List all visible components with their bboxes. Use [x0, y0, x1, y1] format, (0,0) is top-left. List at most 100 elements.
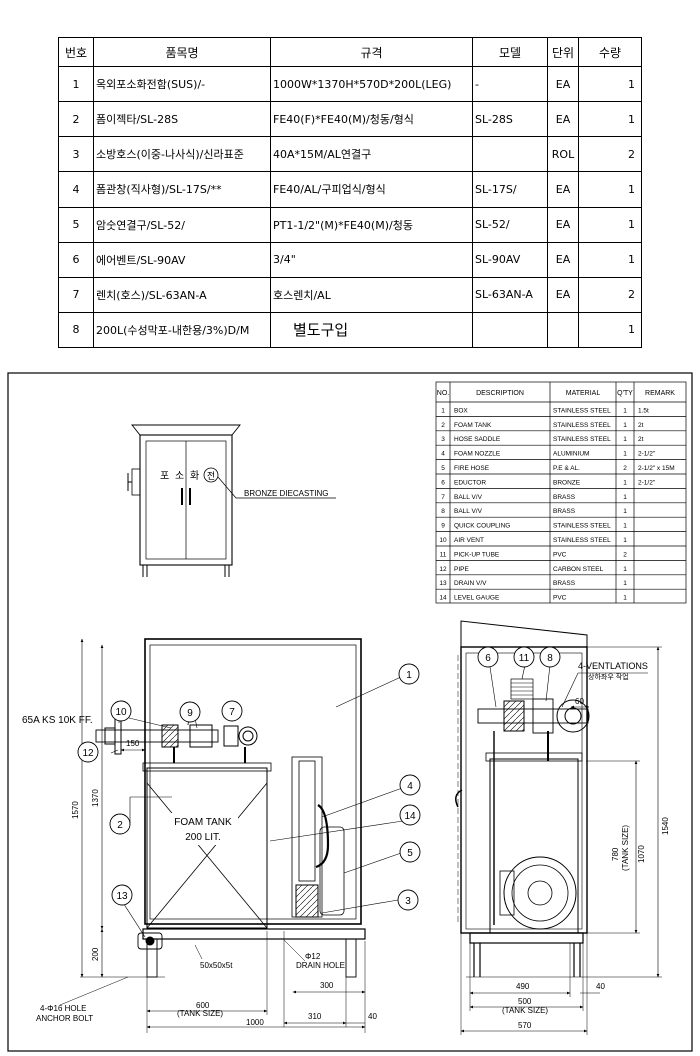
- drain-hole: DRAIN HOLE: [296, 961, 345, 970]
- header-qty: 수량: [578, 37, 642, 67]
- drain-dia: Φ12: [305, 952, 321, 961]
- tank-label-2: 200 LIT.: [185, 832, 221, 843]
- parts-cell-qty: 1: [623, 407, 627, 414]
- cabinet-label-char-4: 전: [207, 471, 215, 481]
- flange-label: 65A KS 10K FF.: [22, 715, 93, 726]
- cell-spec: 3/4": [270, 241, 473, 278]
- cell-name: 렌치(호스)/SL-63AN-A: [93, 276, 271, 313]
- parts-cell-no: 11: [440, 551, 447, 558]
- table-row: 8 200L(수성막포-내한용/3%)D/M 별도구입 1: [58, 311, 642, 349]
- cell-model: SL-90AV: [472, 241, 548, 278]
- header-model: 모델: [472, 37, 548, 67]
- ventilation-sub: 상하좌우 작업: [588, 672, 629, 681]
- cell-name: 옥외포소화전함(SUS)/-: [93, 65, 271, 103]
- cabinet-label-char-1: 포: [160, 471, 169, 482]
- parts-cell-qty: 2: [623, 551, 627, 558]
- cell-spec: 40A*15M/AL연결구: [270, 136, 473, 173]
- cell-qty: 1: [578, 241, 642, 278]
- dim-310: 310: [308, 1012, 322, 1021]
- parts-header-mat: MATERIAL: [566, 390, 601, 397]
- cell-name: 폼관창(직사형)/SL-17S/**: [93, 171, 271, 208]
- parts-cell-mat: CARBON STEEL: [553, 566, 604, 573]
- cell-no: 3: [58, 136, 94, 173]
- dim-570: 570: [518, 1021, 532, 1030]
- parts-cell-desc: LEVEL GAUGE: [454, 595, 500, 602]
- parts-header-desc: DESCRIPTION: [476, 390, 524, 397]
- dim-490: 490: [516, 982, 530, 991]
- anchor-label-1: 4-Φ16 HOLE: [40, 1004, 86, 1013]
- spec-table: 번호 품목명 규격 모델 단위 수량 1 옥외포소화전함(SUS)/- 1000…: [58, 37, 642, 349]
- table-row: 7 렌치(호스)/SL-63AN-A 호스렌치/AL SL-63AN-A EA …: [58, 276, 642, 313]
- front-view: FOAM TANK 200 LIT.: [59, 638, 417, 1033]
- parts-cell-desc: BALL V/V: [454, 508, 483, 515]
- tank-size-vertical: (TANK SIZE): [621, 825, 630, 871]
- dim-1000: 1000: [246, 1018, 264, 1027]
- parts-cell-qty: 1: [623, 479, 627, 486]
- parts-cell-no: 14: [439, 595, 447, 602]
- cabinet-front-view: 포 소 화 전 BRONZE DIECASTING: [127, 424, 336, 577]
- dim-150: 150: [126, 739, 140, 748]
- dim-780: 780: [611, 847, 620, 861]
- cell-no: 4: [58, 171, 94, 208]
- cell-spec: FE40/AL/구피업식/형식: [270, 171, 473, 208]
- dim-1570: 1570: [71, 801, 80, 819]
- table-row: 3 소방호스(이중-나사식)/신라표준 40A*15M/AL연결구 ROL 2: [58, 136, 642, 173]
- parts-cell-rem: 2t: [638, 422, 644, 429]
- cell-name: 에어벤트/SL-90AV: [93, 241, 271, 278]
- cell-qty: 1: [578, 171, 642, 208]
- callout-balloons: [77, 646, 561, 911]
- table-row: 4 폼관창(직사형)/SL-17S/** FE40/AL/구피업식/형식 SL-…: [58, 171, 642, 208]
- dim-1540: 1540: [661, 817, 670, 835]
- dim-300: 300: [320, 981, 334, 990]
- parts-cell-mat: ALUMINIUM: [553, 451, 589, 458]
- parts-cell-desc: PICK-UP TUBE: [454, 551, 500, 558]
- dim-40a: 40: [368, 1012, 377, 1021]
- parts-cell-qty: 1: [623, 566, 627, 573]
- parts-cell-rem: 2-1/2": [638, 479, 656, 486]
- cell-no: 6: [58, 241, 94, 278]
- parts-cell-mat: STAINLESS STEEL: [553, 407, 611, 414]
- flange: [114, 717, 122, 755]
- cell-spec: PT1-1/2"(M)*FE40(M)/청동: [270, 206, 473, 243]
- tank-label-1: FOAM TANK: [174, 817, 232, 828]
- cell-no: 1: [58, 65, 94, 103]
- cabinet-label-char-2: 소: [175, 470, 184, 482]
- table-row: 2 폼이젝타/SL-28S FE40(F)*FE40(M)/청동/형식 SL-2…: [58, 101, 642, 138]
- cell-spec: FE40(F)*FE40(M)/청동/형식: [270, 101, 473, 138]
- parts-cell-qty: 1: [623, 595, 627, 602]
- parts-cell-mat: BRONZE: [553, 479, 581, 486]
- foam-tank: [146, 767, 268, 929]
- balloon-14: 14: [404, 811, 416, 822]
- parts-cell-mat: BRASS: [553, 580, 576, 587]
- cell-model: SL-17S/: [472, 171, 548, 208]
- parts-cell-no: 8: [441, 508, 445, 515]
- parts-cell-qty: 1: [623, 508, 627, 515]
- balloon-3: 3: [405, 896, 411, 907]
- ventilation-label: 4-VENTLATIONS: [578, 661, 648, 671]
- cell-qty: 2: [578, 276, 642, 313]
- parts-cell-mat: STAINLESS STEEL: [553, 537, 611, 544]
- parts-cell-rem: 2-1/2": [638, 451, 656, 458]
- cell-no: 5: [58, 206, 94, 243]
- header-name: 품목명: [93, 37, 271, 67]
- parts-cell-rem: 2-1/2" x 15M: [638, 465, 675, 472]
- header-unit: 단위: [547, 37, 579, 67]
- cell-spec: 별도구입: [270, 311, 473, 349]
- balloon-12: 12: [82, 748, 94, 759]
- parts-cell-desc: HOSE SADDLE: [454, 436, 501, 443]
- parts-cell-desc: BOX: [454, 407, 468, 414]
- parts-cell-qty: 1: [623, 494, 627, 501]
- cell-model: SL-28S: [472, 101, 548, 138]
- cell-name: 소방호스(이중-나사식)/신라표준: [93, 136, 271, 173]
- parts-cell-desc: FOAM NOZZLE: [454, 451, 501, 458]
- cell-qty: 2: [578, 136, 642, 173]
- dim-1370: 1370: [91, 789, 100, 807]
- cell-qty: 1: [578, 65, 642, 103]
- parts-cell-desc: BALL V/V: [454, 494, 483, 501]
- table-row: 6 에어벤트/SL-90AV 3/4" SL-90AV EA 1: [58, 241, 642, 278]
- parts-cell-mat: BRASS: [553, 508, 576, 515]
- parts-cell-desc: PIPE: [454, 566, 469, 573]
- angle-label: 50x50x5t: [200, 961, 233, 970]
- parts-cell-no: 2: [441, 422, 445, 429]
